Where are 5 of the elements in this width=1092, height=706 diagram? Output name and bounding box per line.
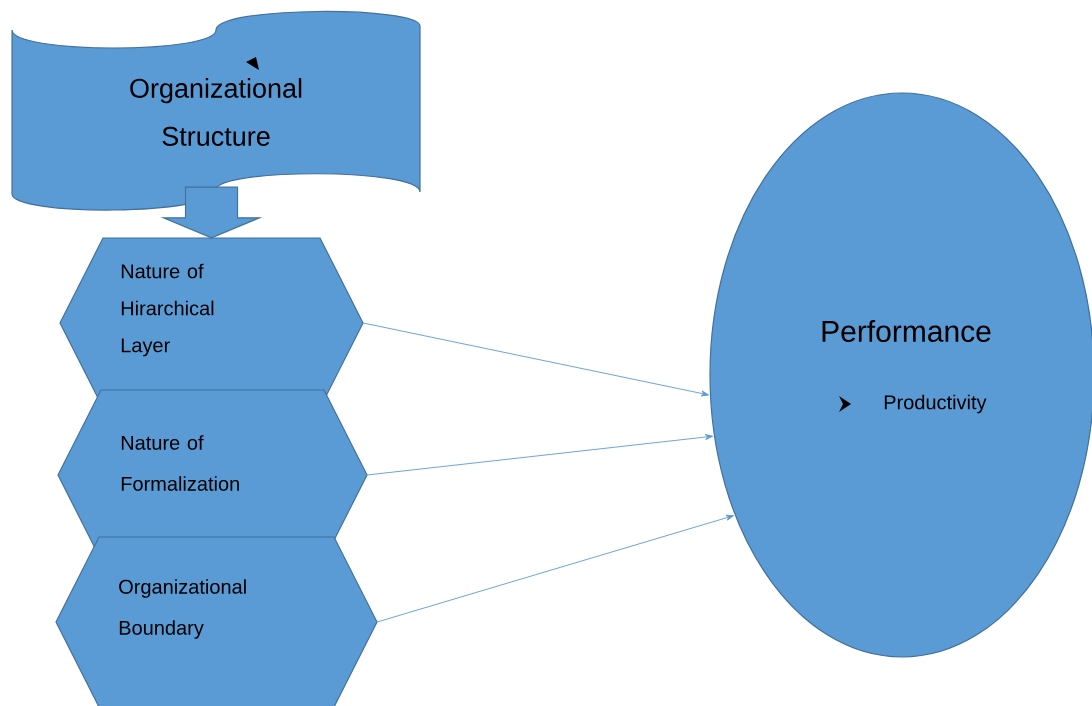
hexagon-box: Organizational Boundary [55,536,378,706]
arrow [376,514,734,623]
arrow [366,434,714,476]
block-arrow [160,186,263,239]
arrow [362,322,710,397]
